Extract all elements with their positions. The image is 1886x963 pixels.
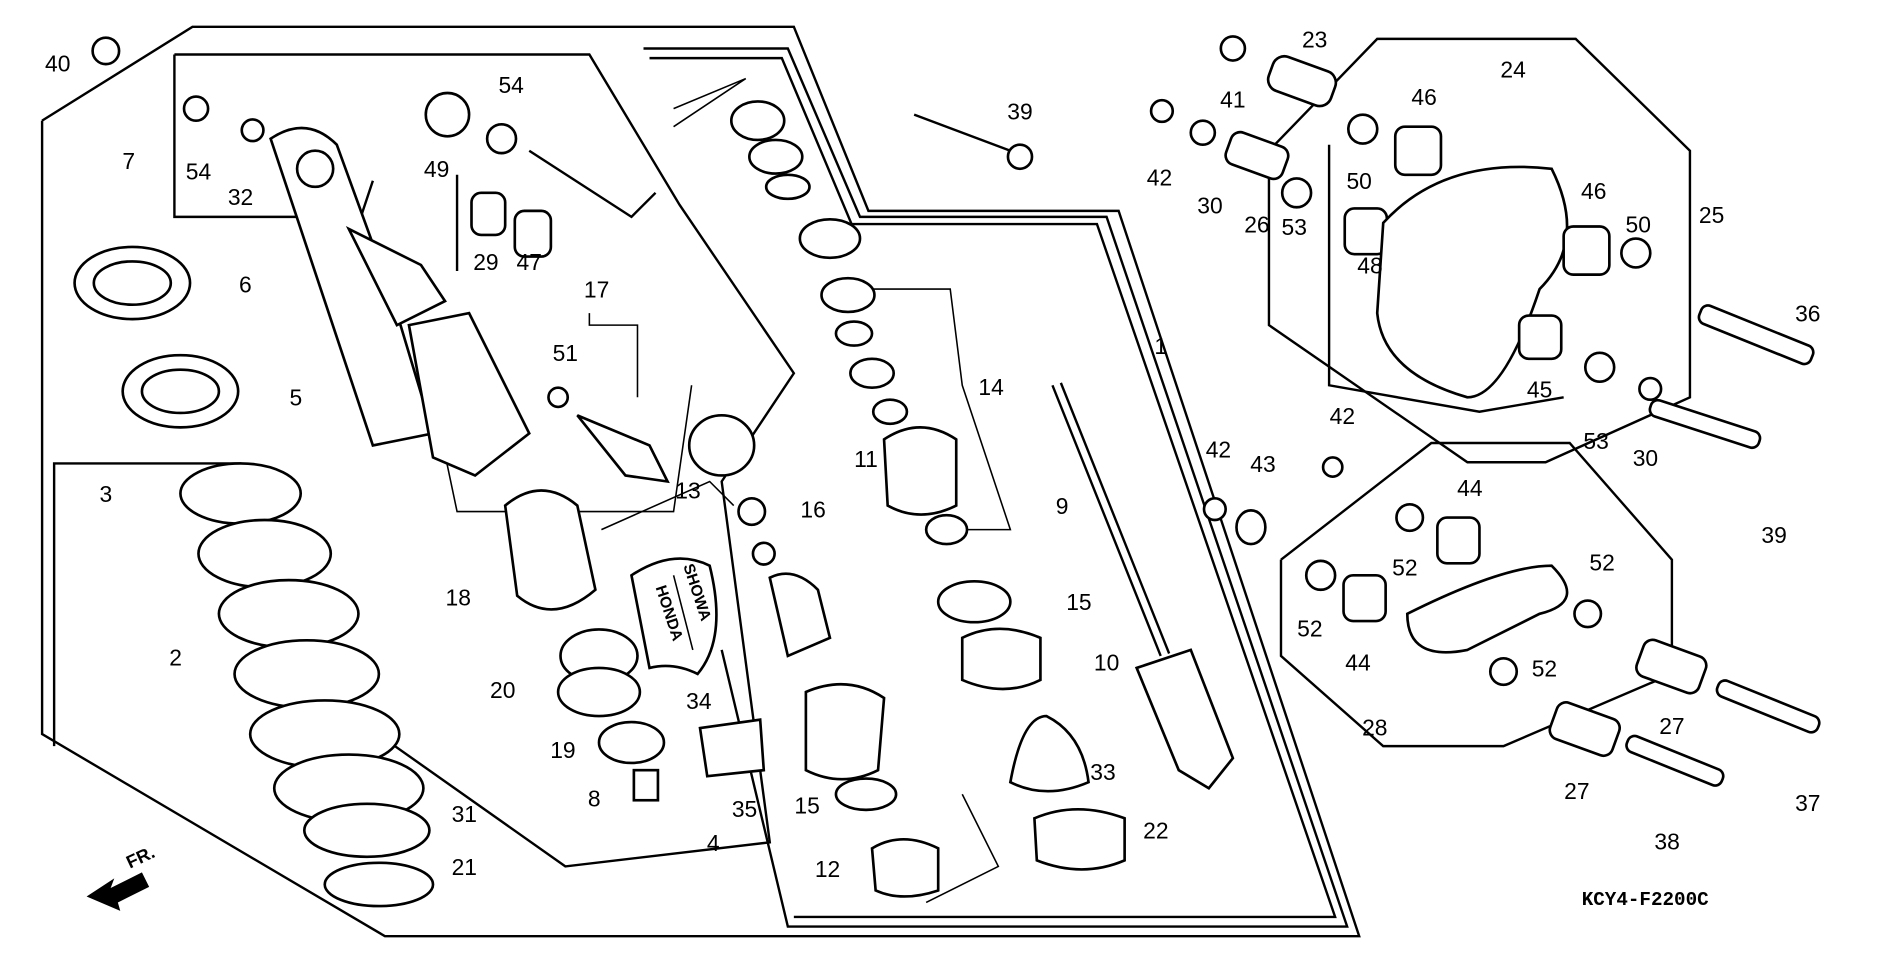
callout-34: 34 [686, 688, 712, 714]
callout-22: 22 [1143, 818, 1168, 844]
callout-32: 32 [228, 184, 253, 210]
callout-44: 44 [1457, 475, 1483, 501]
callout-15: 15 [1066, 589, 1091, 615]
linkage-parts [913, 35, 1821, 787]
callout-12: 12 [815, 856, 840, 882]
callout-30: 30 [1197, 192, 1222, 218]
callout-1: 1 [1154, 333, 1167, 359]
callout-38: 38 [1654, 829, 1679, 855]
callout-17: 17 [584, 276, 609, 302]
callout-44: 44 [1345, 649, 1371, 675]
callout-33: 33 [1090, 759, 1115, 785]
callout-19: 19 [550, 737, 575, 763]
callout-27: 27 [1564, 778, 1589, 804]
callout-48: 48 [1357, 252, 1382, 278]
showa-honda-decal: SHOWA HONDA [630, 557, 718, 676]
callout-52: 52 [1392, 554, 1417, 580]
callout-18: 18 [446, 584, 471, 610]
callout-36: 36 [1795, 301, 1820, 327]
callout-53: 53 [1282, 214, 1307, 240]
callout-11: 11 [854, 446, 878, 472]
callout-27: 27 [1659, 713, 1684, 739]
callout-5: 5 [290, 385, 303, 411]
callout-29: 29 [473, 249, 498, 275]
callout-14: 14 [978, 374, 1004, 400]
callout-52: 52 [1297, 616, 1322, 642]
front-direction-label: FR. [123, 842, 158, 872]
callout-43: 43 [1250, 451, 1275, 477]
callout-15: 15 [794, 792, 819, 818]
callout-23: 23 [1302, 26, 1327, 52]
callout-37: 37 [1795, 790, 1820, 816]
callout-42: 42 [1147, 165, 1172, 191]
callout-3: 3 [99, 481, 112, 507]
callout-28: 28 [1362, 714, 1387, 740]
callout-46: 46 [1411, 84, 1436, 110]
callout-31: 31 [452, 801, 477, 827]
callout-51: 51 [553, 340, 578, 366]
callout-26: 26 [1244, 212, 1269, 238]
callout-50: 50 [1346, 168, 1371, 194]
callout-9: 9 [1056, 493, 1069, 519]
callout-6: 6 [239, 272, 252, 298]
callout-20: 20 [490, 677, 515, 703]
callout-30: 30 [1633, 445, 1658, 471]
callout-52: 52 [1532, 655, 1557, 681]
callout-41: 41 [1220, 86, 1245, 112]
callout-2: 2 [169, 645, 182, 671]
callout-54: 54 [498, 72, 524, 98]
callout-8: 8 [588, 785, 601, 811]
callout-49: 49 [424, 156, 449, 182]
callout-54: 54 [186, 159, 212, 185]
lock-nuts [73, 36, 265, 429]
callout-21: 21 [452, 854, 477, 880]
callout-53: 53 [1583, 428, 1608, 454]
callout-13: 13 [675, 477, 700, 503]
callout-16: 16 [800, 497, 825, 523]
callout-24: 24 [1500, 56, 1526, 82]
callout-35: 35 [732, 796, 757, 822]
callout-46: 46 [1581, 178, 1606, 204]
callout-52: 52 [1589, 550, 1614, 576]
callout-40: 40 [45, 50, 70, 76]
callout-50: 50 [1626, 212, 1651, 238]
damper-parts [503, 100, 1235, 898]
callout-4: 4 [707, 830, 720, 856]
callout-39: 39 [1761, 522, 1786, 548]
callout-39: 39 [1007, 98, 1032, 124]
front-direction-arrow: FR. [86, 842, 158, 911]
callout-25: 25 [1699, 202, 1724, 228]
callout-47: 47 [517, 249, 542, 275]
callout-42: 42 [1330, 403, 1355, 429]
callout-42: 42 [1206, 436, 1231, 462]
callout-45: 45 [1527, 376, 1552, 402]
callout-10: 10 [1094, 649, 1119, 675]
diagram-code: KCY4-F2200C [1582, 889, 1709, 911]
callout-7: 7 [122, 148, 135, 174]
shock-body [269, 91, 756, 484]
coil-spring [179, 462, 435, 908]
